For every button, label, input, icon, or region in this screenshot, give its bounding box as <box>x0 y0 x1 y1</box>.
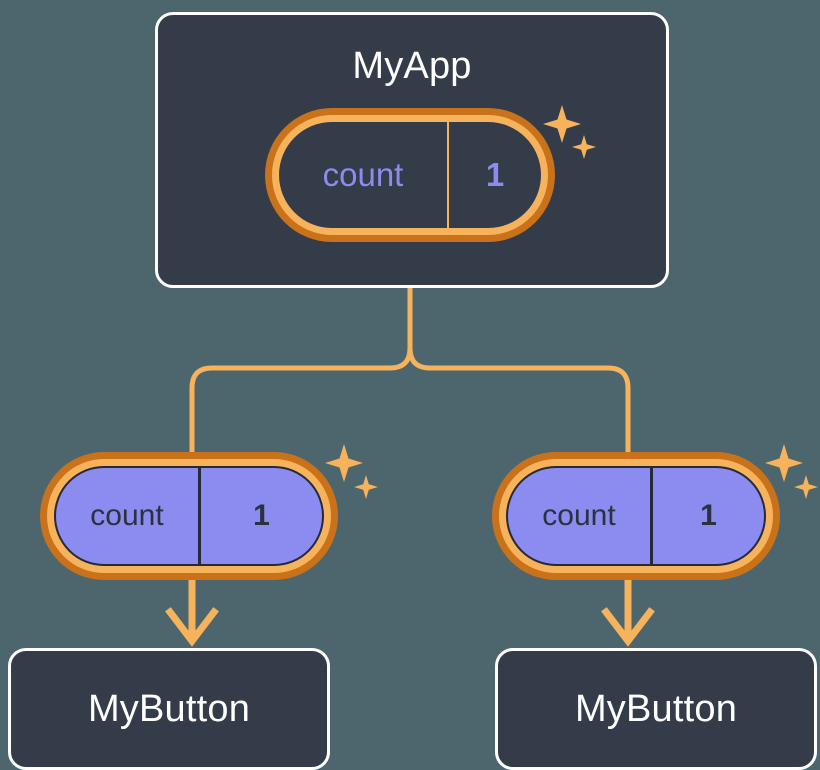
state-pill-key: count <box>56 468 201 564</box>
component-card-button-left[interactable]: MyButton <box>8 648 330 770</box>
state-pill-value: 1 <box>485 156 505 193</box>
state-pill-key: count <box>279 122 449 228</box>
component-title-button-right: MyButton <box>574 688 738 730</box>
connector-myapp-to-left <box>189 285 413 455</box>
state-pill-myapp[interactable]: count 1 <box>265 108 555 242</box>
state-pill-body: count 1 <box>54 466 324 566</box>
connector-myapp-to-right <box>407 285 631 455</box>
state-pill-body: count 1 <box>506 466 766 566</box>
component-title-myapp: MyApp <box>352 45 472 87</box>
state-pill-ring-inner: count 1 <box>499 459 773 573</box>
component-title-button-left: MyButton <box>87 688 251 730</box>
component-card-button-right[interactable]: MyButton <box>495 648 817 770</box>
state-pill-ring-inner: count 1 <box>272 115 548 235</box>
state-pill-value: 1 <box>253 499 270 532</box>
arrow-left-head <box>165 607 219 647</box>
state-pill-body: count 1 <box>279 122 541 228</box>
arrow-right-head <box>601 607 655 647</box>
state-pill-button-right[interactable]: count 1 <box>492 452 780 580</box>
state-pill-ring-inner: count 1 <box>47 459 331 573</box>
state-pill-key: count <box>508 468 653 564</box>
state-pill-value: 1 <box>700 499 717 532</box>
state-pill-button-left[interactable]: count 1 <box>40 452 338 580</box>
